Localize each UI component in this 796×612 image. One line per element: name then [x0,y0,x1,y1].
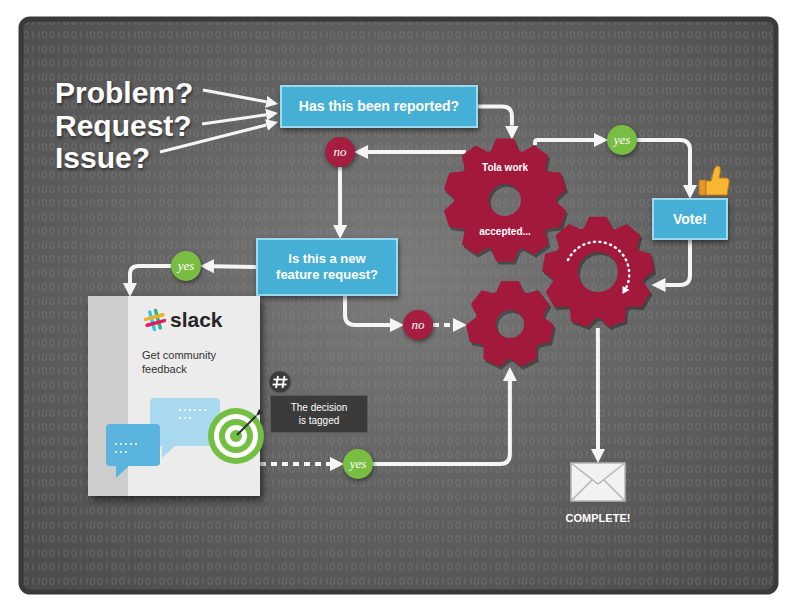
badge-label: no [334,144,347,160]
hash-badge [269,371,291,393]
hash-stroke [274,379,288,381]
flow-arrow [373,381,510,464]
flow-arrow [338,167,342,225]
slack-logo [144,309,166,331]
bubble-dot [115,451,117,453]
speech-bubble [106,424,160,466]
target-dart [237,416,256,435]
hash-stroke [283,376,285,388]
badge-label: yes [178,258,195,274]
bubble-tail [116,465,130,478]
brand-name: slack [170,308,260,332]
bubble-dot [125,443,127,445]
envelope-body [571,463,625,501]
gear-label: Tola work accepted... [472,136,538,264]
no-badge: no [325,137,355,167]
bubble-dot [120,443,122,445]
bubble-tail [162,445,176,458]
yes-badge: yes [343,449,373,479]
bubble-dot [189,409,191,411]
hash-stroke [273,384,287,386]
flow-arrow [433,323,453,327]
bubble-dot [115,443,117,445]
flow-arrow [345,296,390,325]
thumb-cuff [699,180,706,195]
gear [542,217,654,327]
logo-bar [146,315,163,320]
question-arrow [202,115,266,124]
label-slot: Request? [55,109,192,143]
flow-arrow [368,150,466,154]
box-label: Has this been reported? [299,98,459,115]
target-ring [214,414,258,458]
envelope-fold [571,480,625,501]
process-box: Vote! [652,198,728,240]
gear [444,139,566,262]
rotation-arrow [568,242,629,288]
envelope-icon [570,462,626,502]
question-label: Request? [55,109,192,143]
bubble-dot [135,443,137,445]
bubble-dot [125,451,127,453]
complete-label: COMPLETE! [566,512,631,525]
flow-arrow [535,140,594,145]
tag-callout: The decision is tagged [270,395,368,433]
label-slot: Issue? [55,141,150,175]
process-box: Has this been reported? [280,85,478,128]
bubble-dot [184,417,186,419]
callout-text: The decision is tagged [287,401,351,427]
slack-panel: slackGet community feedback [88,296,260,496]
flow-arrow [130,266,171,283]
question-label: Problem? [55,76,193,110]
bubble-dot [189,417,191,419]
binary-texture [24,22,773,589]
yes-badge: yes [607,125,637,155]
flow-arrow [214,264,256,269]
badge-label: yes [614,132,631,148]
badge-label: no [412,317,425,333]
flow-arrow [637,140,690,185]
flow-arrow [260,462,330,466]
gear [466,281,554,367]
logo-bar [156,311,161,328]
question-arrow [203,90,266,102]
envelope-node: COMPLETE! [558,462,638,534]
flow-arrow [596,328,600,449]
bubble-dot [120,451,122,453]
logo-bar [147,321,164,326]
question-label: Issue? [55,141,150,175]
gear-text-slot: Tola work accepted... [472,136,538,264]
bubble-dot [184,409,186,411]
envelope-flap [571,463,625,484]
target-ring [208,408,264,464]
frame [21,19,776,592]
bubble-dot [130,443,132,445]
flow-arrow [666,240,691,285]
dart-flight [256,409,263,416]
hash-stroke [276,376,278,388]
gear-node: Tola work accepted... [438,138,658,368]
no-badge: no [403,310,433,340]
badge-label: yes [350,456,367,472]
yes-badge: yes [171,251,201,281]
bubble-dot [194,409,196,411]
thumb-hand [706,166,729,195]
flow-arrow [478,107,512,126]
bubble-dot [179,417,181,419]
panel-caption: Get community feedback [142,348,242,376]
thumbs-up-icon [699,166,729,195]
badge-circle [269,371,291,393]
rotation-arrowhead [623,286,630,294]
label-slot: Problem? [55,76,193,110]
process-box: Is this a new feature request? [256,238,398,296]
box-label: Vote! [673,211,707,228]
bubble-dot [199,409,201,411]
gear-cluster [438,138,658,368]
bubble-dot [204,409,206,411]
bubble-dot [179,409,181,411]
box-label: Is this a new feature request? [268,251,386,283]
logo-bar [150,312,155,329]
